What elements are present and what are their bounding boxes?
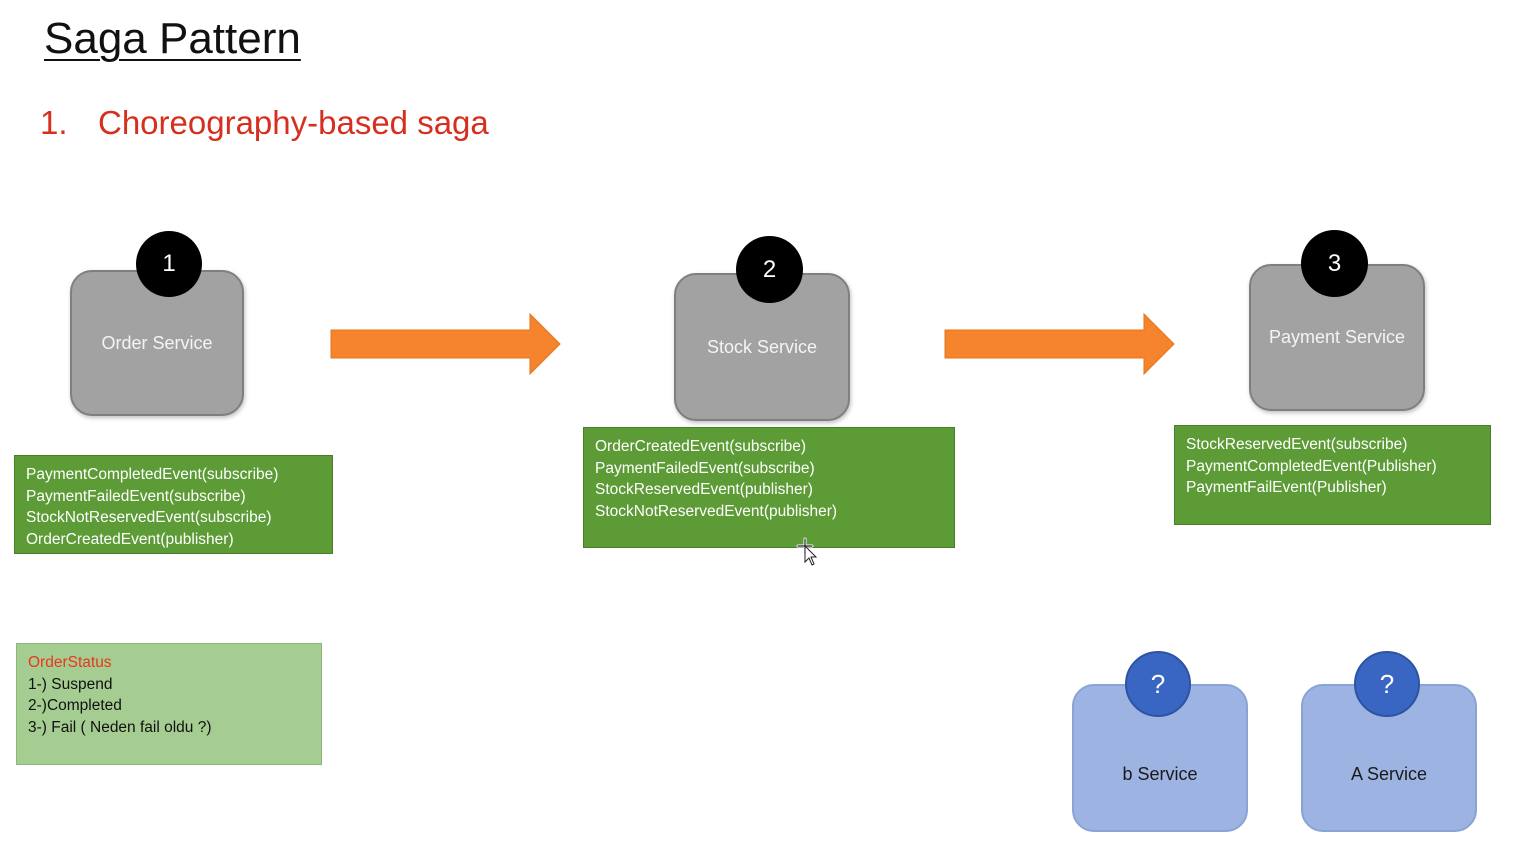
event-item: PaymentFailedEvent(subscribe) <box>595 459 815 477</box>
event-item: OrderCreatedEvent(subscribe) <box>595 438 807 455</box>
order-status-heading: OrderStatus <box>28 654 112 671</box>
mouse-cursor-icon <box>796 537 818 566</box>
event-item: StockNotReservedEvent(subscribe) <box>26 509 272 526</box>
unknown-badge: ? <box>1125 651 1191 717</box>
section-number: 1. <box>40 104 68 141</box>
unknown-badge: ? <box>1354 651 1420 717</box>
order-status-item: 2-)Completed <box>28 697 122 714</box>
a-service-label: A Service <box>1350 763 1428 784</box>
step-badge-3: 3 <box>1301 230 1368 297</box>
order-status-item: 1-) Suspend <box>28 675 113 693</box>
event-item: PaymentCompletedEvent(subscribe) <box>26 466 279 483</box>
order-service-label: Order Service <box>101 332 213 353</box>
event-item: StockReservedEvent(publisher) <box>595 481 813 498</box>
step-badge-1: 1 <box>136 231 202 297</box>
section-title: Choreography-based saga <box>98 104 489 141</box>
order-status-box: OrderStatus 1-) Suspend 2-)Completed 3-)… <box>16 643 322 765</box>
flow-arrow-1 <box>330 313 561 375</box>
order-service-events: PaymentCompletedEvent(subscribe) Payment… <box>14 455 333 554</box>
stock-service-label: Stock Service <box>706 336 818 357</box>
section-heading: 1. Choreography-based saga <box>40 104 489 142</box>
b-service-box: b Service <box>1072 684 1248 832</box>
event-item: StockReservedEvent(subscribe) <box>1186 436 1408 453</box>
stock-service-events: OrderCreatedEvent(subscribe) PaymentFail… <box>583 427 955 548</box>
event-item: OrderCreatedEvent(publisher) <box>26 530 234 548</box>
step-badge-2: 2 <box>736 236 803 303</box>
page-title: Saga Pattern <box>44 14 301 63</box>
b-service-label: b Service <box>1122 763 1198 784</box>
event-item: PaymentFailEvent(Publisher) <box>1186 479 1387 496</box>
event-item: PaymentFailedEvent(subscribe) <box>26 487 246 505</box>
payment-service-label: Payment Service <box>1268 327 1406 347</box>
stock-service-box: Stock Service <box>674 273 850 421</box>
payment-service-events: StockReservedEvent(subscribe) PaymentCom… <box>1174 425 1491 525</box>
event-item: PaymentCompletedEvent(Publisher) <box>1186 457 1437 475</box>
order-status-item: 3-) Fail ( Neden fail oldu ?) <box>28 718 212 736</box>
flow-arrow-2 <box>944 313 1175 375</box>
event-item: StockNotReservedEvent(publisher) <box>595 502 838 520</box>
